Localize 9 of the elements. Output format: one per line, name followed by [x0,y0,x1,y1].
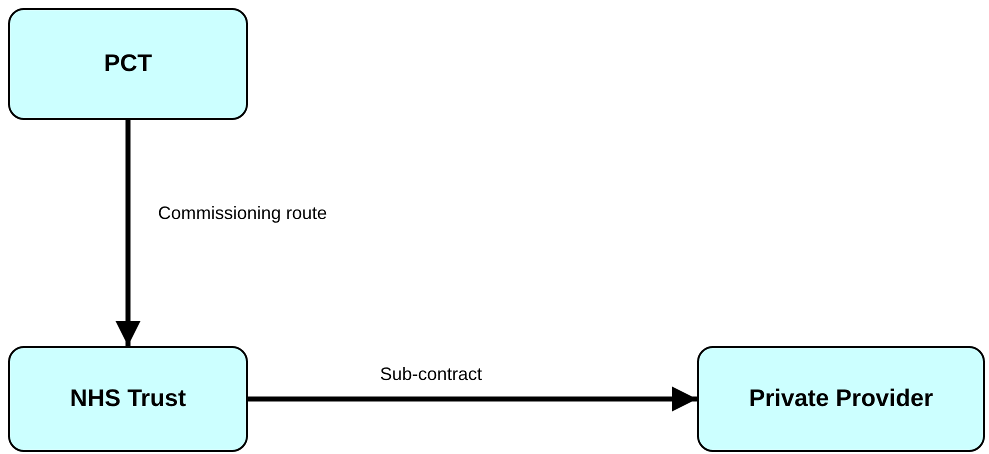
arrow [116,120,140,346]
process-box [8,8,248,120]
process-box [8,346,248,452]
box-label: Private Provider [748,385,934,413]
box-label: PCT [104,50,152,78]
arrow [248,386,697,412]
box-label: NHS Trust [70,385,186,413]
edge-label: Commissioning route [156,203,330,224]
process-box [697,346,985,452]
